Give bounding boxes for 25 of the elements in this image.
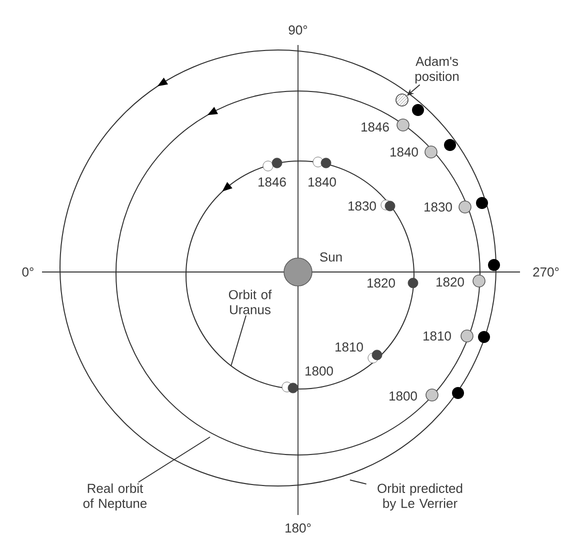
text-label: 1820 [434,276,466,288]
text-label: 1840 [388,146,420,158]
text-label: 180° [284,522,312,534]
leader-line [350,480,367,484]
text-label: 1840 [306,176,338,188]
leader-line [230,314,246,366]
text-label: 1846 [256,176,288,188]
text-label: 90° [287,24,309,36]
text-label: 1800 [388,390,418,402]
callout-text: Orbit of Uranus [228,290,272,314]
text-label: 1820 [366,277,396,289]
text-label: 270° [532,266,560,278]
text-label: 1800 [304,365,334,377]
text-label: 1810 [422,330,452,342]
text-label: 0° [20,266,36,278]
text-label: 1846 [360,121,390,133]
adams-position-dot [396,94,408,106]
leader-line [138,436,210,483]
callout-text: Real orbit of Neptune [83,483,147,511]
callout-text: Orbit predicted by Le Verrier [378,483,462,511]
text-label: 1810 [334,341,364,353]
text-label: Sun [318,251,344,263]
text-label: 1830 [422,201,454,213]
callout-text: Adam's position [415,56,459,84]
text-label: 1830 [346,200,378,212]
